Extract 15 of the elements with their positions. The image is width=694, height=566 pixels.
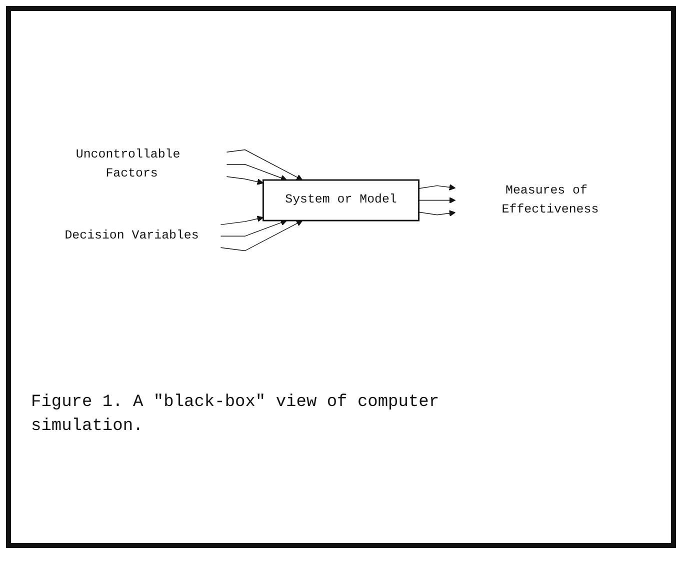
arrow xyxy=(220,216,264,226)
arrow xyxy=(220,220,288,237)
arrow xyxy=(418,184,456,191)
node-text: Decision Variables xyxy=(64,229,199,244)
node-text: Uncontrollable Factors xyxy=(76,148,180,181)
arrow xyxy=(418,197,456,204)
page-border: Uncontrollable Factors Decision Variables System or Model Measures of Effectiveness Figure 1. A "black-box" view of computer simulation. xyxy=(6,6,676,548)
arrow xyxy=(226,150,303,181)
arrow xyxy=(226,164,288,182)
node-text: Measures of Effectiveness xyxy=(502,184,599,217)
arrow xyxy=(418,210,456,217)
figure-caption: Figure 1. A "black-box" view of computer simulation. xyxy=(31,392,440,438)
arrow xyxy=(220,220,303,252)
arrow xyxy=(226,176,264,186)
node-box xyxy=(262,180,420,222)
